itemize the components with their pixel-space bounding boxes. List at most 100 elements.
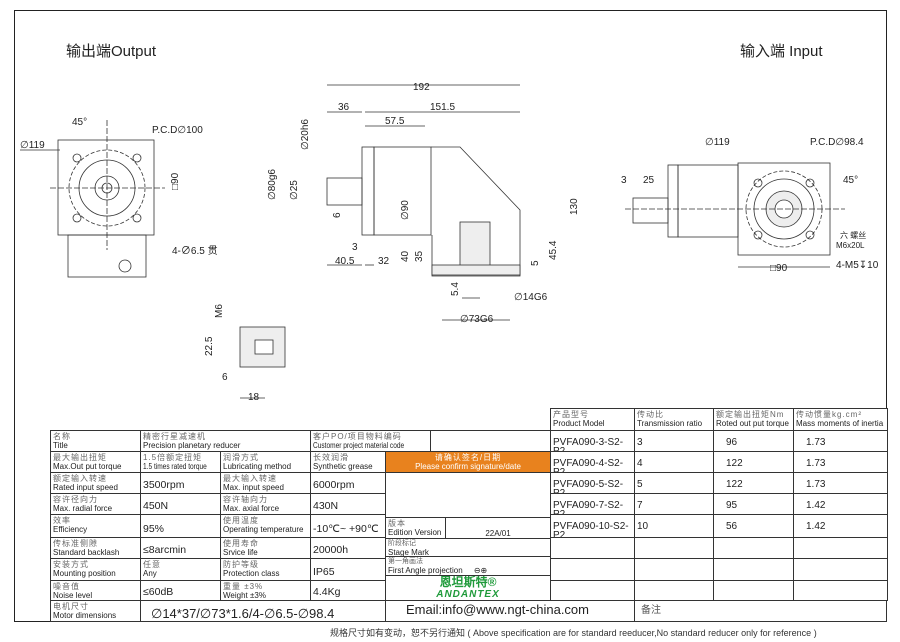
label: 精密行星减速机 xyxy=(143,432,206,441)
label: ≤60dB xyxy=(140,580,221,601)
label: 阶段标记 xyxy=(388,540,416,547)
label: 6000rpm xyxy=(310,472,386,494)
element xyxy=(254,339,274,355)
label: M6 xyxy=(214,304,225,318)
label: Transmission ratio xyxy=(637,419,703,428)
label: 6 xyxy=(222,372,228,383)
label: Roted out put torque xyxy=(716,419,789,428)
label: Precision planetary reducer xyxy=(143,441,241,450)
label: Product Model xyxy=(553,419,605,428)
label: 防护等级 xyxy=(223,560,259,569)
label: Max. axial force xyxy=(223,504,280,513)
label: 5 xyxy=(530,260,541,266)
label: ∅25 xyxy=(289,180,300,200)
label: 35 xyxy=(414,250,425,262)
label: Standard backlash xyxy=(53,548,120,557)
label: 传标准侧隙 xyxy=(53,539,98,548)
label: 恩坦斯特® xyxy=(439,575,497,589)
label: Max.Out put torque xyxy=(53,462,122,471)
element xyxy=(753,230,763,240)
element: 重量 ±3%Weight ±3% xyxy=(220,580,311,601)
element xyxy=(753,178,763,188)
element xyxy=(361,146,375,236)
contact-email[interactable]: Email:info@www.ngt-china.com xyxy=(385,600,635,622)
model-table-empty-cell xyxy=(793,537,888,559)
label: Mass moments of inertia xyxy=(796,419,884,428)
technical-drawings: ∅119 45° P.C.D∅100 □90 4-∅6.5 贯 192 36 1… xyxy=(20,82,879,403)
label: Efficiency xyxy=(53,525,88,534)
customer-code-field[interactable] xyxy=(430,430,551,452)
model-table-empty-cell xyxy=(793,580,888,601)
label: -10℃~ +90℃ xyxy=(310,514,386,538)
label: 长效润滑 xyxy=(313,453,349,462)
label: ≤8arcmin xyxy=(140,537,221,559)
label: Max. input speed xyxy=(223,483,284,492)
label: 130 xyxy=(569,198,580,215)
input-end-view: ∅119 P.C.D∅98.4 3 25 45° 六 螺丝 M6x20L □90… xyxy=(621,137,879,274)
label: 1.5倍额定扭矩 xyxy=(143,453,203,462)
label: 57.5 xyxy=(385,116,405,127)
element: 1.5 times rated torque xyxy=(143,462,218,471)
label: 5.4 xyxy=(450,282,461,296)
label: 六 螺丝 xyxy=(840,230,866,240)
model-table-cell: 56 xyxy=(713,514,794,538)
label: 润滑方式 xyxy=(223,453,259,462)
model-table-cell: PVFA090-4-S2-P2 xyxy=(550,451,635,473)
model-table-cell: PVFA090-7-S2-P2 xyxy=(550,493,635,515)
label: P.C.D∅100 xyxy=(152,125,203,136)
label: ∅73G6 xyxy=(460,314,494,325)
model-table-empty-cell xyxy=(713,537,794,559)
element: First Angle projection ⊖⊕ xyxy=(388,566,548,575)
label: 3 xyxy=(621,175,627,186)
label: Edition Version xyxy=(388,528,442,537)
label: ∅119 xyxy=(20,140,45,151)
label: 1.5 times rated torque xyxy=(143,462,207,471)
label: 电机尺寸 xyxy=(53,602,89,611)
model-table-cell: 96 xyxy=(713,430,794,452)
label: 传动惯量kg.cm² xyxy=(796,410,862,419)
label: Stage Mark xyxy=(388,548,429,557)
element xyxy=(118,259,132,273)
label: 45.4 xyxy=(548,240,559,260)
model-table-cell: 3 xyxy=(634,430,714,452)
label: 3500rpm xyxy=(140,472,221,494)
label: 安装方式 xyxy=(53,560,89,569)
output-end-view: ∅119 45° P.C.D∅100 □90 4-∅6.5 贯 xyxy=(20,117,218,278)
label: 额定输出扭矩Nm xyxy=(716,410,785,419)
model-table-cell: PVFA090-3-S2-P2 xyxy=(550,430,635,452)
label: 版本 xyxy=(388,519,406,528)
key-detail-view: M6 22.5 6 18 xyxy=(204,304,286,403)
model-table-cell: 1.73 xyxy=(793,430,888,452)
label: 36 xyxy=(338,102,350,113)
element xyxy=(72,213,82,223)
label: 额定输入转速 xyxy=(53,474,107,483)
model-table-empty-cell xyxy=(634,558,714,581)
label: Weight ±3% xyxy=(223,591,266,600)
model-table-cell: 95 xyxy=(713,493,794,515)
signature-field[interactable] xyxy=(385,472,551,518)
label: Mounting position xyxy=(53,569,116,578)
model-table-cell: 122 xyxy=(713,472,794,494)
label: ∅14*37/∅73*1.6/4-∅6.5-∅98.4 xyxy=(140,600,386,622)
side-view: 192 36 151.5 57.5 ∅20h6 ∅25 6 ∅80g6 ∅90 … xyxy=(267,82,580,325)
element xyxy=(677,164,739,238)
label: Noise level xyxy=(53,591,93,600)
label: M6x20L xyxy=(836,241,865,250)
label: 95% xyxy=(140,514,221,538)
label: 6 xyxy=(332,212,343,218)
model-table-cell: 7 xyxy=(634,493,714,515)
